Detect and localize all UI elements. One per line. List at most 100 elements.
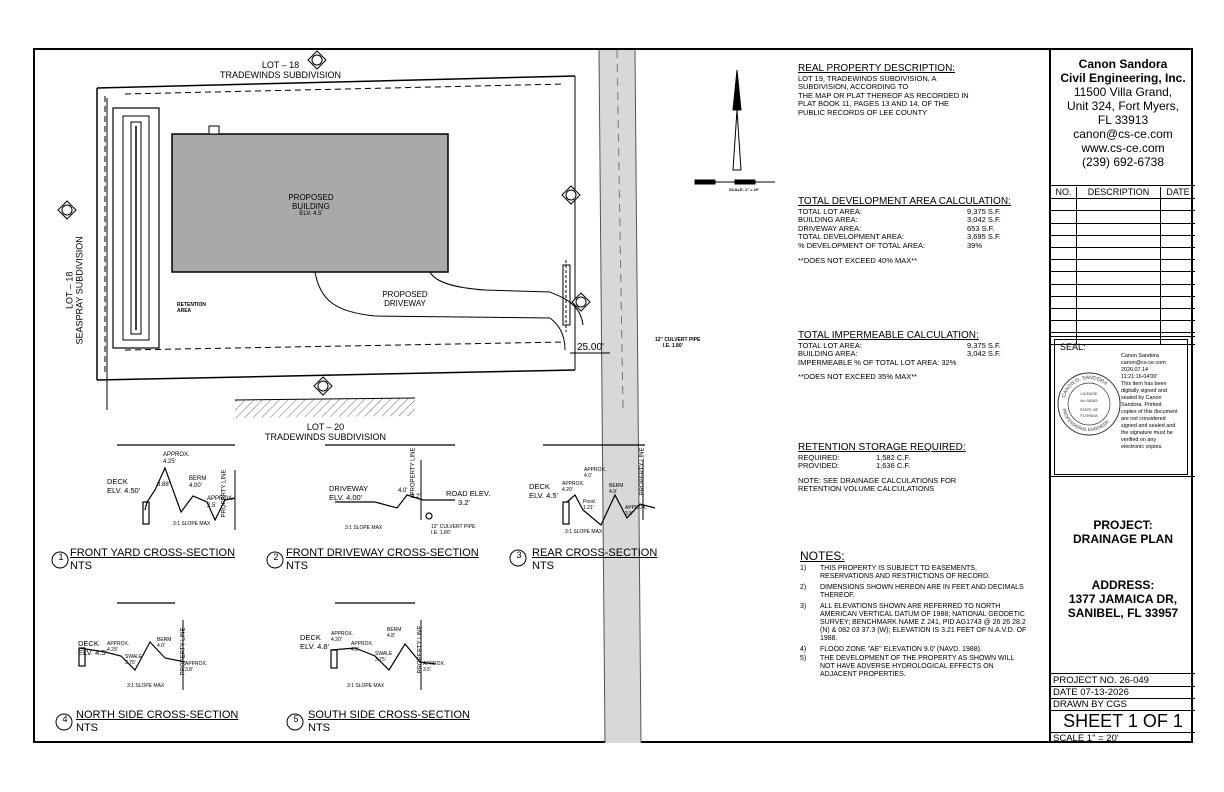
sheet-info: PROJECT NO. 26-049 DATE 07-13-2026 DRAWN… [1051, 675, 1195, 744]
note-item: 2)DIMENSIONS SHOWN HEREON ARE IN FEET AN… [800, 583, 1024, 599]
road [598, 50, 642, 743]
note-item: 1)THIS PROPERTY IS SUBJECT TO EASEMENTS,… [800, 564, 990, 580]
xs-south-side-profile [330, 602, 436, 690]
xs-north-side-profile [78, 602, 186, 690]
graphic-scale [694, 179, 775, 185]
dev-area-block: TOTAL DEVELOPMENT AREA CALCULATION: TOTA… [798, 196, 1011, 265]
svg-text:STATE OF: STATE OF [1080, 407, 1100, 412]
xs-rear-profile [543, 444, 656, 526]
xs3-approx2: APPROX.4.0' [584, 467, 607, 479]
xs4-approx1: APPROX.4.29' [107, 641, 130, 653]
building-label: PROPOSED BUILDING ELV. 4.5' [288, 193, 334, 218]
section-1-number: 1 [58, 552, 64, 562]
culvert-pipe [562, 260, 571, 332]
xs2-32: 3.2' [411, 494, 421, 500]
xs4-approx2: APPROX.3.8' [185, 661, 208, 673]
site-plan-drawing [51, 50, 775, 743]
xs2-40: 4.0' [398, 488, 408, 494]
xs5-slope: 3:1 SLOPE MAX [347, 683, 385, 689]
rev-header-no: NO. [1051, 187, 1077, 200]
xs2-property-line: PROPERTY LINE [410, 447, 417, 496]
rev-header-date: DATE [1161, 187, 1195, 200]
xs3-slope: 3:1 SLOPE MAX [565, 529, 603, 535]
svg-text:No 98383: No 98383 [1080, 398, 1098, 403]
property-boundary [96, 75, 576, 410]
impermeable-block: TOTAL IMPERMEABLE CALCULATION: TOTAL LOT… [798, 330, 1001, 382]
section-5-number: 5 [293, 714, 299, 724]
real-property-block: REAL PROPERTY DESCRIPTION: LOT 19, TRADE… [798, 63, 969, 117]
svg-text:FLORIDA: FLORIDA [1080, 413, 1098, 418]
retention-block: RETENTION STORAGE REQUIRED: REQUIRED:1,5… [798, 442, 966, 494]
xs3-property-line: PROPERTY LINE [639, 447, 646, 496]
xs5-approx2: APPROX.4.8' [351, 641, 374, 653]
lot-20-hatch [235, 398, 415, 418]
driveway-label: PROPOSED DRIVEWAY [382, 290, 428, 309]
xs1-property-line: PROPERTY LINE [221, 469, 228, 518]
graphic-scale-label: SCALE: 1" = 20' [729, 187, 760, 192]
retention-area [112, 107, 160, 349]
section-3-number: 3 [516, 550, 522, 560]
proposed-driveway [314, 271, 584, 351]
xs5-property-line: PROPERTY LINE [417, 625, 424, 674]
proposed-building [171, 133, 449, 273]
pe-seal-stamp: CANON G. SANDORA PROFESSIONAL ENGINEER L… [1057, 372, 1121, 436]
plan-lot18-top: LOT – 18 TRADEWINDS SUBDIVISION [220, 60, 342, 81]
seal-label: SEAL: [1060, 342, 1086, 352]
xs1-slope: 3:1 SLOPE MAX [173, 521, 211, 527]
notes-block: NOTES: 1)THIS PROPERTY IS SUBJECT TO EAS… [800, 549, 1027, 679]
note-item: 4)FLOOD ZONE "AE" ELEVATION 9.0' (NAVD. … [800, 646, 982, 654]
dimension-25: 25.00' [577, 342, 604, 353]
project-info: PROJECT: DRAINAGE PLAN ADDRESS: 1377 JAM… [1051, 478, 1195, 674]
xs-front-driveway-profile [325, 444, 455, 520]
note-item: 3)ALL ELEVATIONS SHOWN ARE REFERRED TO N… [800, 602, 1027, 643]
section-4-number: 4 [62, 714, 68, 724]
xs4-slope: 3:1 SLOPE MAX [127, 683, 165, 689]
seal-frame [1054, 339, 1188, 475]
xs2-road: ROAD ELEV.3.2' [446, 489, 491, 507]
section-number-circles [51, 549, 527, 731]
title-block: Canon Sandora Civil Engineering, Inc. 11… [1049, 50, 1195, 744]
plan-lot20-label: LOT – 20 TRADEWINDS SUBDIVISION [265, 422, 387, 443]
xs2-slope: 3:1 SLOPE MAX [345, 525, 383, 531]
digital-signature-text: Canon Sandora canon@cs-ce.com 2026.07.14… [1121, 353, 1178, 451]
section-markers [57, 50, 591, 396]
xs1-approx: APPROX.4.25' [163, 452, 190, 465]
xs1-388: 3.88' [157, 482, 170, 488]
xs4-property-line: PROPERTY LINE [180, 627, 187, 676]
xs5-approx1: APPROX.4.20' [331, 631, 354, 643]
xs5-approx3: APPROX.3.5' [423, 661, 446, 673]
rev-header-desc: DESCRIPTION [1077, 187, 1161, 200]
xs3-approx1: APPROX.4.20' [562, 481, 585, 493]
firm-info: Canon Sandora Civil Engineering, Inc. 11… [1051, 50, 1195, 186]
drawing-sheet: LOT – 18 TRADEWINDS SUBDIVISION LOT – 18… [33, 48, 1195, 744]
xs1-approx2: APPROX.2.5' [207, 496, 234, 509]
section-2-number: 2 [273, 552, 279, 562]
svg-text:LICENSE: LICENSE [1080, 391, 1097, 396]
xs-front-yard-profile [117, 444, 236, 530]
xs3-approx3: APPROX.3.5' [625, 505, 648, 517]
building-stoop [208, 125, 220, 135]
note-item: 5)THE DEVELOPMENT OF THE PROPERTY AS SHO… [800, 655, 1015, 679]
north-arrow-icon [732, 69, 742, 171]
